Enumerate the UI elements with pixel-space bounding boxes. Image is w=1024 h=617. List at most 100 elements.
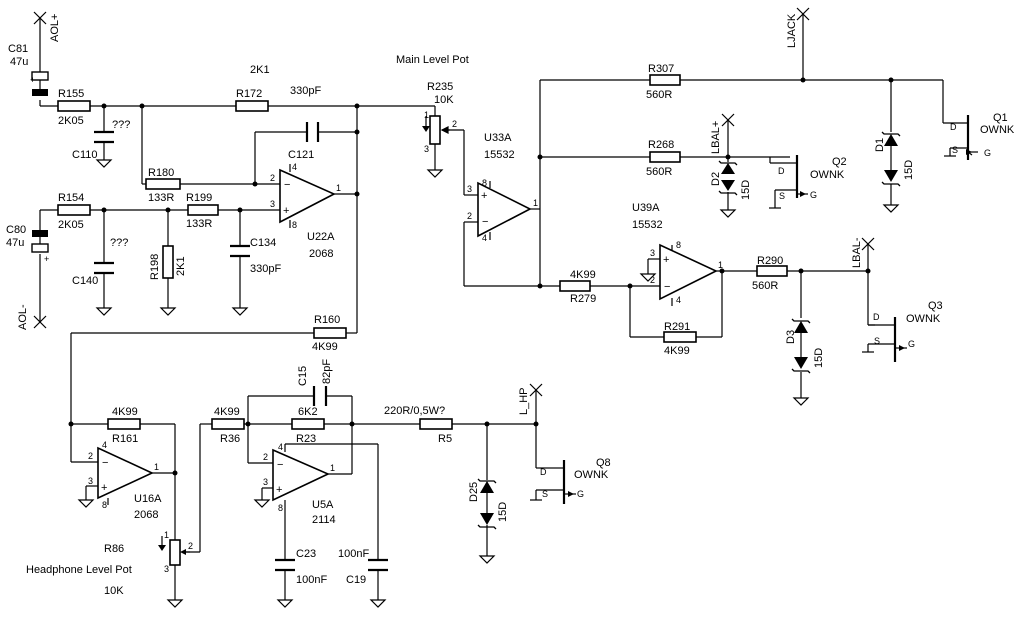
q2-fet — [774, 155, 808, 208]
c19-value: 100nF — [338, 548, 369, 560]
svg-text:1: 1 — [718, 260, 723, 270]
c110-value: ??? — [112, 119, 130, 131]
headphone-level-pot-label: Headphone Level Pot — [26, 564, 132, 576]
r307-body — [649, 74, 681, 86]
c134-value: 330pF — [250, 263, 281, 275]
c81-ref: C81 — [8, 43, 28, 55]
d3-value: 15D — [813, 348, 825, 368]
r307-ref: R307 — [648, 63, 674, 75]
port-lbal-minus — [861, 237, 875, 251]
r235-pot: 1 2 3 — [422, 110, 457, 154]
r172-value: 2K1 — [250, 64, 270, 76]
r155-body — [57, 100, 91, 112]
r290-body — [756, 265, 788, 277]
r23-ref: R23 — [296, 433, 316, 445]
d2-zener — [718, 160, 738, 196]
aol-plus-label: AOL+ — [49, 14, 61, 42]
r279-ref: R279 — [570, 293, 596, 305]
svg-text:−: − — [277, 459, 283, 471]
r36-body — [211, 418, 245, 430]
c80-value: 47u — [6, 237, 24, 249]
r268-body — [649, 151, 681, 163]
l-hp-label: L_HP — [518, 387, 530, 415]
svg-text:3: 3 — [164, 564, 169, 574]
q3-ref: Q3 — [928, 300, 943, 312]
resistors — [57, 74, 788, 430]
r86-value: 10K — [104, 585, 124, 597]
svg-text:+: + — [283, 205, 289, 217]
svg-text:2: 2 — [650, 275, 655, 285]
d2-value: 15D — [740, 180, 752, 200]
svg-text:+: + — [481, 190, 487, 202]
q8-g-pin: G — [577, 489, 584, 499]
d1-zener — [881, 131, 901, 187]
c110-ref: C110 — [72, 149, 97, 161]
svg-text:8: 8 — [278, 503, 283, 513]
r290-value: 560R — [752, 280, 778, 292]
c81-value: 47u — [10, 56, 28, 68]
svg-text:+: + — [276, 484, 282, 496]
svg-text:4: 4 — [676, 295, 681, 305]
r36-ref: R36 — [220, 433, 240, 445]
q3-s-pin: S — [874, 336, 880, 346]
c15-value: 82pF — [321, 359, 333, 384]
u5a-ref: U5A — [312, 499, 334, 511]
r307-value: 560R — [646, 89, 672, 101]
svg-text:3: 3 — [263, 477, 268, 487]
r160-body — [313, 327, 347, 339]
u22a-opamp: − + 2 3 1 4 8 — [270, 162, 341, 230]
svg-text:+: + — [44, 254, 49, 264]
q3-d-pin: D — [873, 312, 880, 322]
r291-value: 4K99 — [664, 345, 690, 357]
aol-minus-label: AOL- — [17, 304, 29, 330]
r161-value: 4K99 — [112, 406, 138, 418]
main-level-pot-label: Main Level Pot — [396, 54, 469, 66]
svg-text:4: 4 — [102, 440, 107, 450]
r86-pot: 1 2 3 — [158, 530, 193, 574]
c134-ref: C134 — [250, 237, 276, 249]
d3-ref: D3 — [785, 330, 797, 344]
r154-ref: R154 — [58, 192, 84, 204]
q3-g-pin: G — [908, 339, 915, 349]
q2-ref: Q2 — [832, 156, 847, 168]
d25-ref: D25 — [468, 482, 480, 502]
d1-value: 15D — [903, 160, 915, 180]
r180-body — [145, 178, 181, 190]
r198-ref: R198 — [149, 254, 161, 280]
q1-fet — [943, 115, 978, 160]
svg-text:2: 2 — [263, 452, 268, 462]
svg-text:1: 1 — [424, 110, 429, 120]
zener-diodes — [477, 131, 901, 530]
ground-symbols — [77, 155, 956, 608]
r5-body — [419, 418, 453, 430]
q8-s-pin: S — [542, 489, 548, 499]
svg-text:+: + — [101, 482, 107, 494]
c81-symbol: + — [30, 71, 49, 96]
q8-value: OWNK — [574, 469, 609, 481]
port-l-hp — [529, 383, 543, 397]
q3-fet — [867, 317, 907, 362]
r23-body — [291, 418, 325, 430]
q1-ref: Q1 — [993, 112, 1008, 124]
c140-ref: C140 — [72, 275, 98, 287]
r161-ref: R161 — [112, 433, 138, 445]
c140-value: ??? — [110, 237, 128, 249]
r172-ref: R172 — [236, 88, 262, 100]
r235-ref: R235 — [427, 81, 453, 93]
q2-d-pin: D — [778, 166, 785, 176]
lbal-plus-label: LBAL+ — [710, 121, 722, 154]
port-aol-minus — [33, 315, 47, 329]
u33a-ref: U33A — [484, 132, 512, 144]
text-labels: AOL+ AOL- LJACK LBAL+ LBAL- L_HP Main Le… — [6, 13, 1015, 597]
r268-value: 560R — [646, 166, 672, 178]
r155-ref: R155 — [58, 88, 84, 100]
u33a-value: 15532 — [484, 149, 515, 161]
svg-text:+: + — [30, 75, 35, 85]
r279-value: 4K99 — [570, 269, 596, 281]
r199-ref: R199 — [186, 192, 212, 204]
svg-text:2: 2 — [270, 173, 275, 183]
r198-value: 2K1 — [175, 256, 187, 276]
svg-text:1: 1 — [154, 462, 159, 472]
